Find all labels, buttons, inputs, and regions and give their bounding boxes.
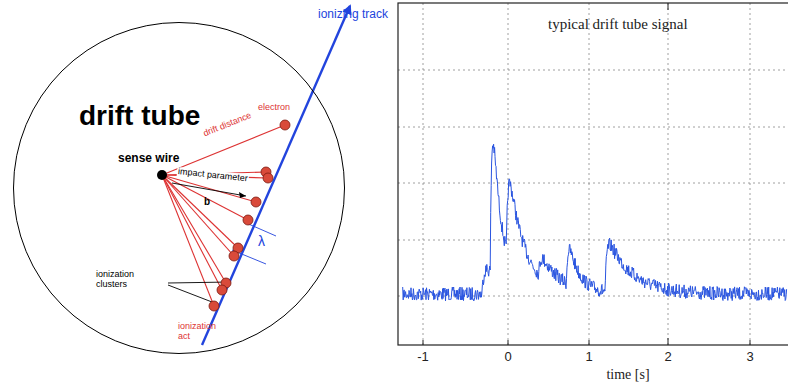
sense-wire bbox=[157, 170, 167, 180]
ionization-clusters bbox=[209, 120, 290, 311]
electron-label: electron bbox=[258, 103, 290, 113]
grid bbox=[398, 3, 788, 345]
sense-wire-label: sense wire bbox=[118, 152, 179, 165]
signal-trace bbox=[403, 144, 787, 301]
lambda-symbol: λ bbox=[258, 234, 265, 249]
plot-frame bbox=[398, 3, 788, 345]
impact-arrow bbox=[172, 183, 246, 196]
tick-label: 0 bbox=[504, 350, 511, 364]
tick-label: 1 bbox=[585, 350, 592, 364]
plot-title: typical drift tube signal bbox=[548, 16, 688, 33]
leader-line bbox=[168, 285, 212, 302]
impact-symbol: b bbox=[204, 196, 210, 207]
axis-title: time [s] bbox=[606, 367, 649, 382]
drift-tube-circle: drift tube bbox=[13, 22, 345, 354]
arrow-head bbox=[239, 192, 246, 198]
tick-label: -1 bbox=[417, 350, 429, 364]
tick-label: 2 bbox=[664, 350, 671, 364]
clusters-label: ionization clusters bbox=[96, 270, 156, 290]
node-title: drift tube bbox=[79, 101, 200, 132]
track-label: ionizing track bbox=[318, 8, 388, 21]
drift-distance-label: drift distance bbox=[201, 110, 254, 139]
drift-lines bbox=[162, 125, 285, 306]
tick-label: 3 bbox=[746, 350, 753, 364]
ionization-act-label: ionization act bbox=[178, 322, 228, 342]
